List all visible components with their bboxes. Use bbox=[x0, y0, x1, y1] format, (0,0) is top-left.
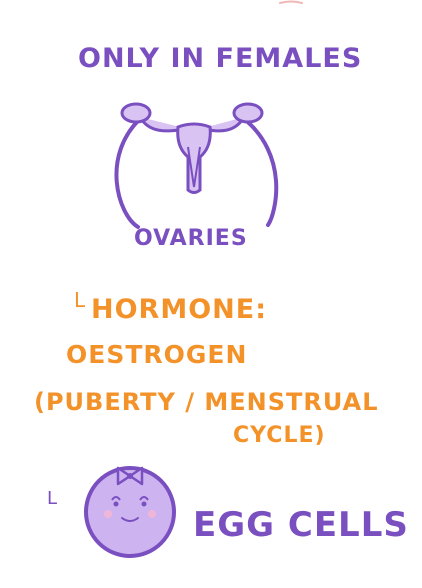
top-edge-mark bbox=[279, 0, 303, 4]
egg-cells-label: Egg Cells bbox=[193, 505, 409, 545]
hormone-role-line-1: (Puberty / Menstrual bbox=[34, 388, 379, 416]
uterus-ovaries-icon bbox=[114, 102, 279, 229]
hormone-label: Hormone: bbox=[91, 294, 267, 325]
hormone-name: Oestrogen bbox=[66, 340, 248, 369]
hormone-role-line-2: cycle) bbox=[233, 423, 326, 448]
egg-cell-icon bbox=[84, 466, 176, 558]
hormone-bullet: L bbox=[74, 288, 87, 312]
egg-bullet: L bbox=[47, 488, 59, 509]
ovaries-label: Ovaries bbox=[134, 226, 248, 251]
page-title: Only in Females bbox=[78, 43, 363, 74]
